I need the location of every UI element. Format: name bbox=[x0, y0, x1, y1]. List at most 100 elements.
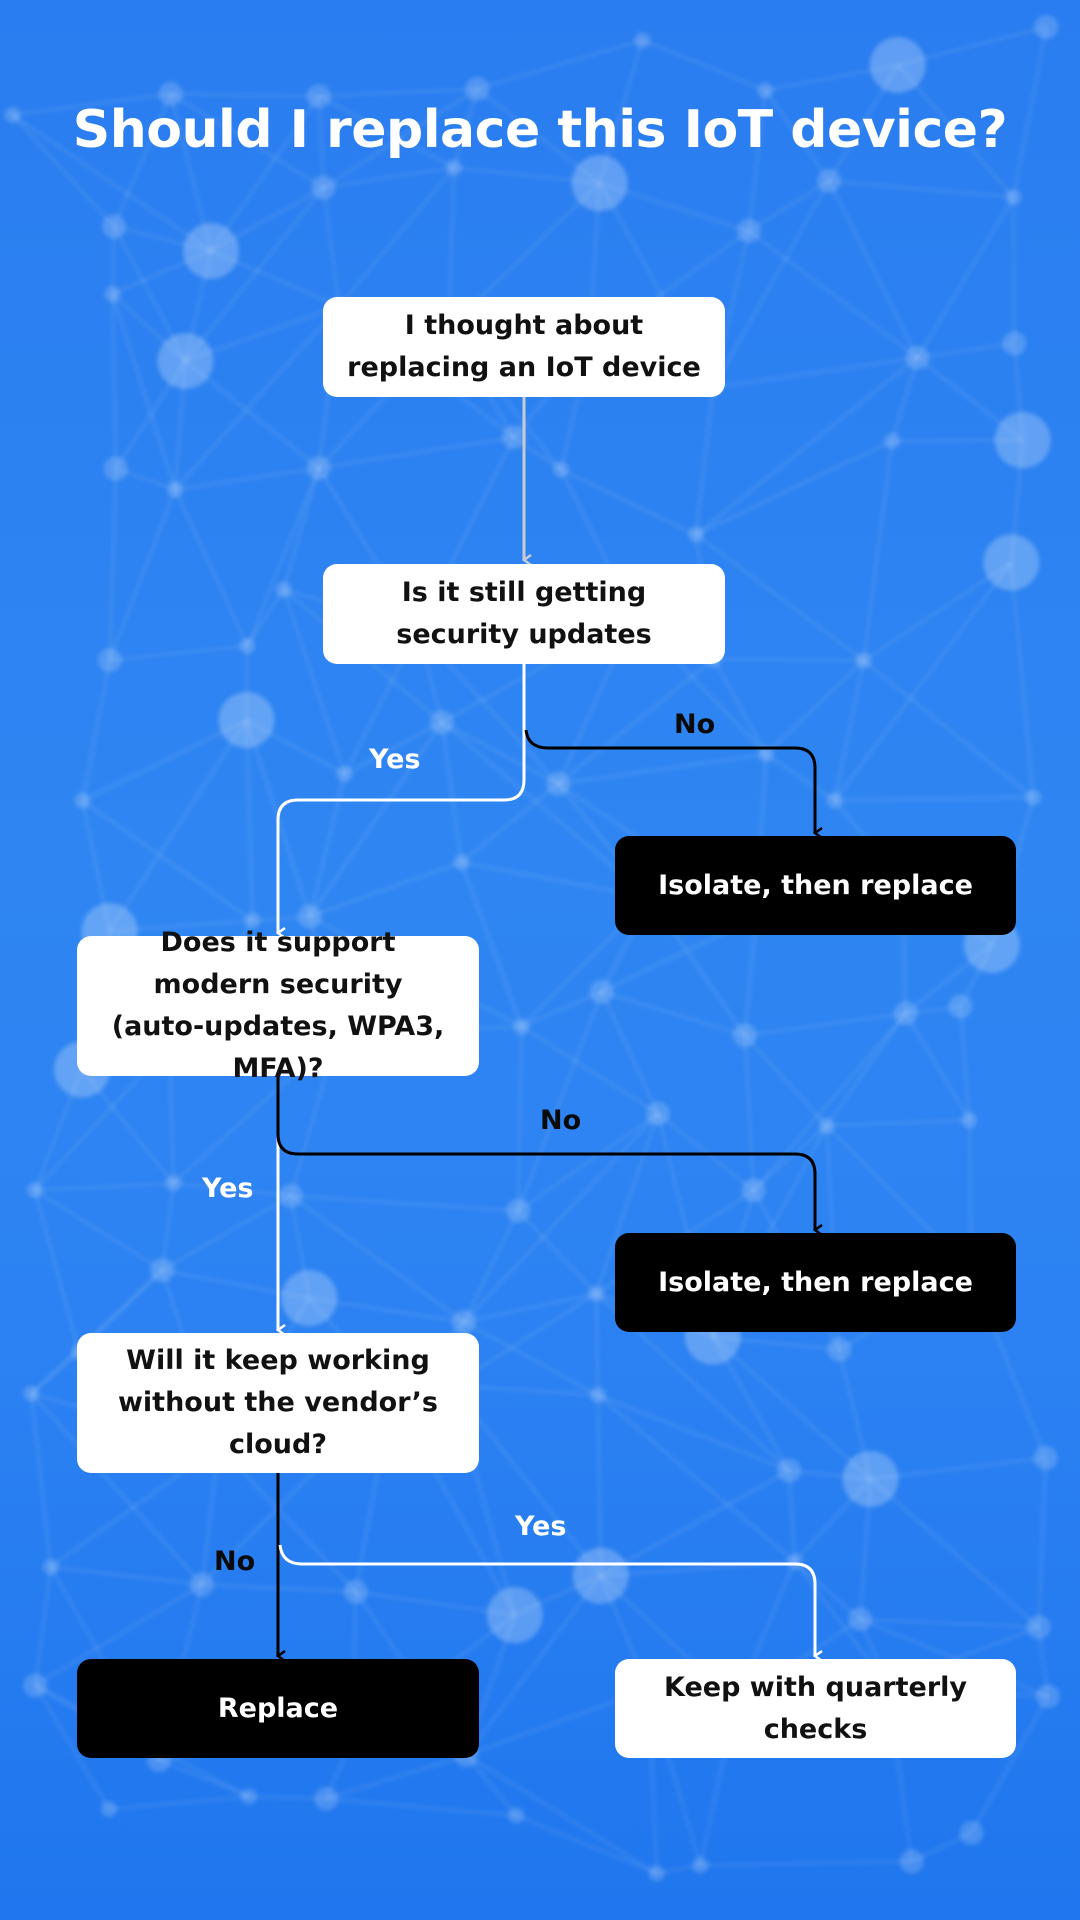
network-link bbox=[862, 561, 1013, 662]
network-link bbox=[173, 360, 187, 490]
network-link bbox=[641, 38, 766, 92]
network-link bbox=[318, 435, 515, 470]
network-link bbox=[743, 1034, 828, 1127]
network-link bbox=[516, 1026, 524, 1211]
network-node bbox=[165, 1175, 182, 1192]
network-node bbox=[1025, 789, 1042, 806]
network-link bbox=[516, 991, 604, 1212]
network-node bbox=[23, 1673, 48, 1698]
network-link bbox=[343, 720, 443, 776]
outcome-isolate-replace-2: Isolate, then replace bbox=[615, 1233, 1016, 1332]
connector-q1-no bbox=[524, 729, 815, 833]
network-node bbox=[513, 1018, 530, 1035]
network-link bbox=[114, 360, 187, 470]
network-link bbox=[184, 359, 320, 470]
network-link bbox=[109, 919, 253, 933]
network-link bbox=[827, 64, 900, 182]
network-link bbox=[600, 991, 660, 1115]
network-link bbox=[862, 659, 1035, 799]
network-node bbox=[827, 1337, 852, 1362]
network-link bbox=[308, 773, 347, 917]
start-node-text: I thought about replacing an IoT device bbox=[347, 310, 701, 383]
network-link bbox=[309, 860, 462, 918]
network-node bbox=[150, 1258, 175, 1283]
outcome-isolate-replace-2-text: Isolate, then replace bbox=[658, 1266, 973, 1298]
network-link bbox=[33, 1068, 84, 1191]
network-link bbox=[459, 861, 523, 1028]
network-link bbox=[890, 357, 919, 442]
network-node bbox=[101, 1801, 118, 1818]
network-link bbox=[597, 1393, 790, 1472]
network-link bbox=[282, 467, 321, 590]
network-node bbox=[506, 1198, 531, 1223]
network-link bbox=[744, 1011, 906, 1037]
network-link bbox=[837, 1349, 873, 1480]
network-node bbox=[311, 175, 336, 200]
network-node bbox=[451, 1309, 476, 1334]
network-link bbox=[958, 1006, 971, 1121]
network-link bbox=[747, 90, 767, 232]
network-link bbox=[827, 180, 919, 359]
network-link bbox=[905, 1004, 961, 1015]
network-node bbox=[777, 1458, 802, 1483]
network-link bbox=[463, 1320, 599, 1397]
network-node bbox=[430, 710, 455, 735]
network-link bbox=[460, 782, 560, 864]
network-link bbox=[959, 944, 994, 1008]
network-link bbox=[465, 1754, 518, 1817]
network-link bbox=[11, 113, 212, 253]
network-link bbox=[892, 438, 1023, 443]
network-node bbox=[240, 1788, 257, 1805]
edge-label-q2-no: No bbox=[540, 1105, 582, 1136]
network-node bbox=[4, 106, 21, 123]
network-node bbox=[588, 1285, 605, 1302]
network-link bbox=[601, 990, 746, 1037]
network-link bbox=[896, 64, 1015, 199]
network-node bbox=[158, 81, 183, 106]
network-link bbox=[210, 186, 325, 253]
network-node bbox=[97, 648, 122, 673]
network-link bbox=[1037, 1457, 1048, 1628]
network-link bbox=[765, 752, 836, 802]
network-link bbox=[113, 224, 212, 253]
network-link bbox=[321, 187, 341, 307]
network-link bbox=[752, 1124, 828, 1192]
network-link bbox=[858, 1478, 873, 1620]
connector-q2-no bbox=[276, 1076, 815, 1230]
network-node bbox=[826, 792, 843, 809]
network-link bbox=[30, 1392, 204, 1586]
network-link bbox=[34, 1181, 174, 1192]
network-link bbox=[860, 1617, 1039, 1629]
network-link bbox=[290, 1194, 519, 1213]
network-link bbox=[793, 1478, 872, 1563]
outcome-keep-quarterly-checks-text: Keep with quarterly checks bbox=[664, 1671, 967, 1745]
network-link bbox=[712, 658, 768, 755]
network-link bbox=[599, 1469, 790, 1578]
network-node bbox=[648, 1865, 665, 1882]
network-node bbox=[314, 1786, 339, 1811]
network-link bbox=[33, 1189, 81, 1353]
network-link bbox=[81, 718, 248, 803]
network-link bbox=[695, 439, 893, 536]
network-link bbox=[112, 93, 173, 228]
network-link bbox=[184, 186, 325, 362]
network-node bbox=[959, 1820, 984, 1845]
network-node bbox=[297, 904, 322, 929]
network-link bbox=[252, 914, 310, 923]
network-link bbox=[869, 1477, 1040, 1629]
network-link bbox=[599, 181, 750, 233]
network-link bbox=[916, 196, 1015, 359]
network-node bbox=[899, 1849, 924, 1874]
network-link bbox=[747, 229, 919, 359]
network-link bbox=[29, 1393, 53, 1568]
network-node bbox=[757, 82, 774, 99]
network-link bbox=[695, 533, 865, 662]
network-link bbox=[657, 1112, 755, 1192]
network-link bbox=[1011, 26, 1048, 198]
edge-label-q1-no: No bbox=[674, 709, 716, 740]
network-link bbox=[514, 1574, 602, 1617]
network-link bbox=[115, 467, 176, 491]
network-link bbox=[787, 1470, 797, 1562]
network-node bbox=[508, 1807, 525, 1824]
network-link bbox=[712, 1335, 840, 1352]
